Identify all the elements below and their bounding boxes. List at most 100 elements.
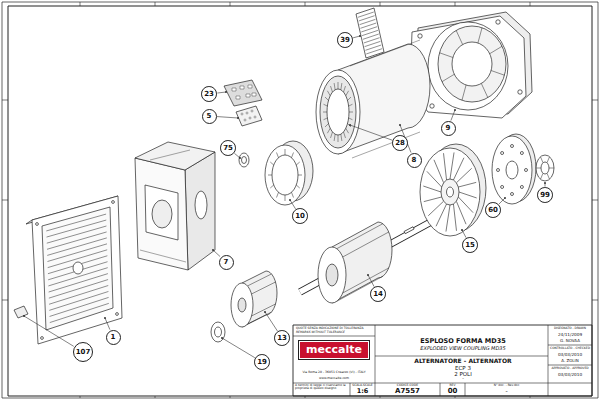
- coupling-flange: [496, 20, 500, 24]
- sheet-frame: [592, 100, 598, 101]
- bearing: [239, 153, 249, 167]
- coupling-spider: [536, 155, 554, 181]
- leader-lines: [359, 35, 361, 37]
- rear-box: [150, 150, 190, 160]
- coupling-flange: [490, 46, 502, 53]
- rear-cover: [36, 223, 39, 226]
- stator-housing: [349, 118, 353, 120]
- title-block-text: 1:6: [351, 388, 374, 395]
- leader-lines: [239, 157, 241, 159]
- sheet-frame: [155, 2, 156, 6]
- title-block-text: www.meccalte.com: [295, 377, 373, 380]
- leader-lines: [545, 183, 546, 187]
- title-block-text: CONTROLLATO - CHECKED: [550, 347, 590, 350]
- exciter-stator: [277, 152, 279, 157]
- end-plate: [492, 136, 532, 204]
- coupling-flange: [418, 34, 422, 38]
- leader-lines: [265, 312, 277, 331]
- coupling-spider: [536, 155, 554, 181]
- leader-lines: [234, 153, 240, 158]
- title-block-grid: [548, 345, 592, 346]
- coupling-flange: [442, 74, 454, 81]
- exciter-stator: [270, 185, 273, 188]
- rear-box: [135, 142, 215, 270]
- regulator-board: [224, 80, 262, 106]
- leader-lines: [264, 311, 266, 313]
- main-rotor: [404, 227, 414, 234]
- stator-housing: [348, 124, 351, 128]
- rear-cover: [49, 280, 108, 299]
- louvre-grille: [366, 49, 382, 54]
- title-block-text: A7557: [376, 388, 439, 396]
- bearing: [239, 153, 249, 167]
- sheet-frame: [2, 200, 8, 201]
- leader-lines: [368, 275, 374, 287]
- rear-box: [145, 185, 178, 240]
- leader-lines: [499, 198, 505, 204]
- title-block-text: A. ZOLIN: [550, 359, 590, 363]
- rear-cover: [42, 207, 113, 330]
- rear-box: [140, 250, 186, 262]
- cooling-fan: [446, 205, 450, 232]
- coupling-flange: [478, 28, 482, 43]
- stator-housing: [334, 134, 335, 141]
- sheet-frame: [8, 6, 592, 396]
- leader-lines: [399, 124, 401, 126]
- title-block-text: ALTERNATORE - ALTERNATOR: [378, 358, 548, 365]
- callout-balloon: 10: [292, 208, 308, 224]
- end-plate: [511, 193, 514, 196]
- coupling-flange: [456, 30, 463, 44]
- cooling-fan: [450, 152, 454, 179]
- rear-cover: [50, 297, 109, 316]
- node-text: 39: [340, 37, 350, 44]
- node-text: 75: [223, 145, 233, 152]
- end-plate: [501, 185, 504, 188]
- title-block-text: -: [378, 377, 548, 382]
- callout-balloon: 13: [274, 330, 290, 346]
- cooling-fan: [453, 158, 463, 180]
- cooling-fan: [441, 179, 459, 205]
- stator-housing: [346, 128, 349, 133]
- terminal-block: [241, 113, 243, 115]
- rear-cover: [50, 303, 109, 322]
- rear-box: [185, 152, 215, 270]
- stator-housing: [344, 132, 346, 138]
- leader-lines: [104, 317, 106, 319]
- sheet-frame: [80, 2, 81, 6]
- drawing-title: ESPLOSO FORMA MD35: [378, 338, 548, 345]
- cooling-fan: [444, 153, 447, 180]
- node-text: 5: [207, 113, 212, 120]
- node-text: 23: [204, 91, 214, 98]
- sheet-frame: [155, 396, 156, 398]
- node-text: 28: [395, 140, 405, 147]
- sheet-frame: [230, 396, 231, 398]
- node-text: 99: [540, 192, 550, 199]
- title-block-text: Via Roma 20 - 36051 Creazzo (VI) - ITALY: [295, 371, 373, 374]
- callout-balloon: 14: [370, 286, 386, 302]
- end-plate: [520, 152, 523, 155]
- leader-lines: [289, 199, 291, 201]
- stator-housing: [327, 128, 330, 133]
- regulator-board: [252, 93, 256, 96]
- exciter-rotor: [252, 282, 276, 294]
- company-logo: meccalte: [299, 341, 369, 359]
- title-block-text: 24/11/2009: [550, 333, 590, 338]
- leader-lines: [350, 125, 392, 140]
- coupling-flange: [452, 42, 492, 86]
- louvre-grille: [356, 8, 384, 58]
- terminal-block: [244, 119, 246, 121]
- callout-balloon: 75: [220, 140, 236, 156]
- callout-balloon: 60: [485, 202, 501, 218]
- leader-lines: [213, 250, 220, 257]
- title-block-grid: [375, 325, 376, 396]
- stator-housing: [331, 132, 333, 138]
- title-block-text: APPROVATO - APPROVED: [550, 367, 590, 370]
- coupling-spider: [536, 168, 541, 169]
- node-text: 15: [465, 242, 475, 249]
- coupling-flange: [440, 53, 453, 58]
- exciter-stator: [285, 149, 286, 155]
- stator-housing: [327, 89, 349, 135]
- callout-balloon: 9: [441, 121, 456, 136]
